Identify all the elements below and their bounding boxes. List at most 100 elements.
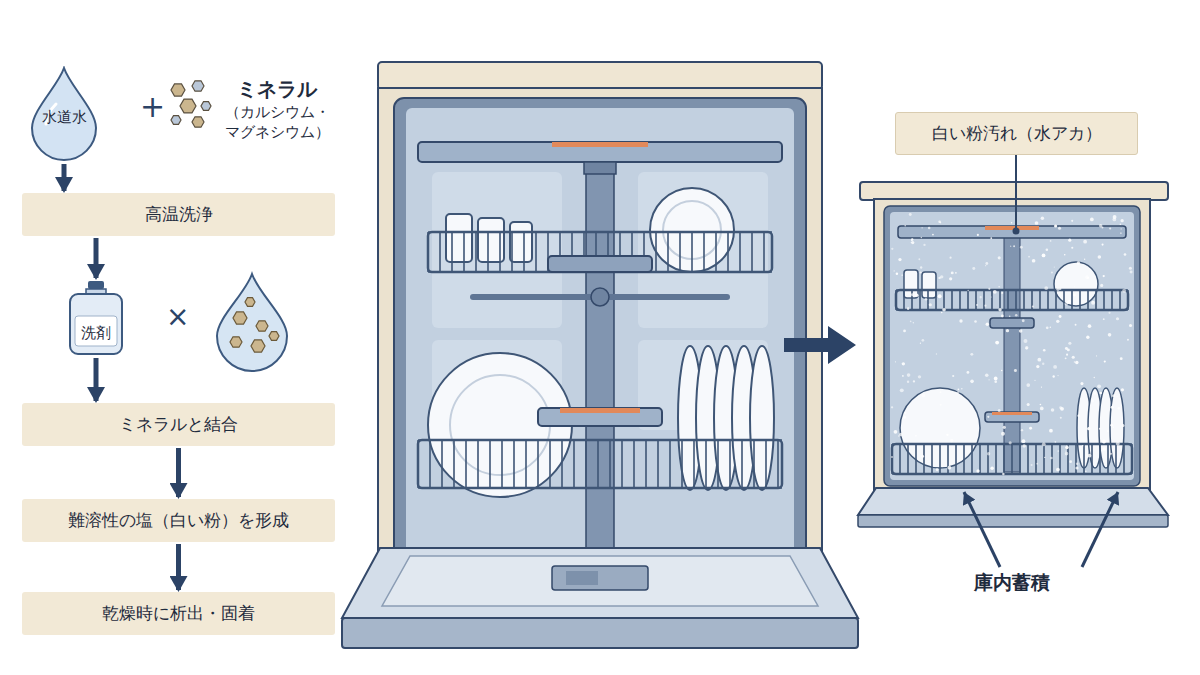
- dishwasher-illustration: [378, 88, 822, 588]
- dirty-dishwasher-illustration: [1068, 342, 1071, 345]
- dirty-dishwasher-illustration: [1120, 357, 1123, 360]
- dirty-dishwasher-illustration: [1059, 315, 1062, 318]
- dirty-dishwasher-illustration: [1085, 470, 1087, 472]
- dirty-dishwasher-illustration: [1071, 220, 1073, 222]
- dirty-dishwasher-illustration: [1110, 453, 1112, 455]
- dirty-dishwasher-illustration: [1116, 317, 1119, 320]
- dirty-dishwasher-illustration: [922, 272, 936, 298]
- mineral-particles: [192, 117, 204, 127]
- dirty-dishwasher-illustration: [936, 468, 939, 471]
- dirty-dishwasher-illustration: [898, 258, 901, 261]
- dirty-dishwasher-illustration: [1040, 407, 1044, 411]
- dirty-dishwasher-illustration: [990, 467, 993, 470]
- dirty-dishwasher-illustration: [898, 226, 1126, 238]
- dishwasher-illustration: [378, 62, 822, 90]
- water-drop: 水道水: [28, 66, 100, 162]
- mineral-water-drop: [230, 298, 279, 352]
- dirty-dishwasher-illustration: [961, 388, 962, 389]
- dirty-dishwasher-illustration: [1120, 228, 1121, 229]
- dirty-dishwasher-illustration: [858, 488, 1168, 515]
- dirty-dishwasher-illustration: [951, 271, 954, 274]
- leader-line: [1015, 150, 1017, 229]
- dirty-dishwasher-illustration: [920, 343, 921, 344]
- dirty-dishwasher-illustration: [1110, 388, 1124, 468]
- mineral-particles: [180, 99, 196, 113]
- dirty-dishwasher-illustration: [1043, 349, 1046, 352]
- dirty-dishwasher-illustration: [1110, 424, 1113, 427]
- dirty-dishwasher-illustration: [1010, 245, 1011, 246]
- dirty-dishwasher-illustration: [891, 406, 893, 408]
- dishwasher-illustration: [428, 232, 772, 272]
- dirty-dishwasher-illustration: [1056, 468, 1060, 472]
- dirty-dishwasher-illustration: [1088, 454, 1092, 458]
- dirty-dishwasher-illustration: [896, 272, 898, 274]
- dirty-dishwasher-illustration: [1060, 417, 1062, 419]
- dirty-dishwasher-illustration: [1022, 319, 1025, 322]
- dirty-dishwasher-illustration: [1042, 363, 1044, 365]
- dirty-dishwasher-illustration: [1103, 275, 1105, 277]
- dirty-dishwasher-illustration: [1065, 452, 1069, 456]
- dirty-dishwasher-illustration: [1049, 429, 1053, 433]
- dishwasher-illustration: [446, 214, 472, 262]
- dirty-dishwasher-illustration: [959, 319, 962, 322]
- dirty-dishwasher-illustration: [1066, 354, 1068, 356]
- dirty-dishwasher-illustration: [1091, 399, 1094, 402]
- dirty-dishwasher-illustration: [1023, 339, 1027, 343]
- dirty-dishwasher-illustration: [1036, 365, 1039, 368]
- dirty-dishwasher-illustration: [1120, 223, 1122, 225]
- dirty-dishwasher-illustration: [990, 318, 1034, 328]
- dirty-dishwasher-illustration: [1103, 318, 1105, 320]
- dirty-dishwasher-illustration: [890, 212, 1134, 480]
- mineral-water-drop: [256, 321, 268, 331]
- dishwasher-illustration: [428, 232, 772, 272]
- mineral-water-drop: [230, 337, 242, 347]
- dirty-dishwasher-illustration: [950, 439, 953, 442]
- dirty-dishwasher-illustration: [932, 234, 934, 236]
- dirty-dishwasher-illustration: [1072, 356, 1075, 359]
- dirty-dishwasher-illustration: [1121, 388, 1124, 391]
- dirty-dishwasher-illustration: [918, 258, 920, 260]
- dirty-dishwasher-illustration: [955, 272, 957, 274]
- process-box: 難溶性の塩（白い粉）を形成: [22, 499, 335, 542]
- dishwasher-illustration: [560, 408, 640, 413]
- mineral-water-drop: [245, 298, 255, 307]
- dirty-dishwasher-illustration: [904, 412, 906, 414]
- dirty-dishwasher-illustration: [1119, 398, 1121, 400]
- detergent-bottle: 洗剤: [66, 280, 126, 356]
- dirty-dishwasher-illustration: [1009, 441, 1012, 444]
- dirty-dishwasher-illustration: [921, 455, 924, 458]
- dirty-dishwasher-illustration: [977, 234, 979, 236]
- dirty-dishwasher-illustration: [891, 213, 1133, 475]
- dirty-dishwasher-illustration: [1001, 370, 1003, 372]
- dirty-dishwasher-illustration: [1099, 428, 1101, 430]
- dirty-dishwasher-illustration: [985, 226, 1039, 230]
- dirty-dishwasher-illustration: [1042, 254, 1046, 258]
- dirty-dishwasher-illustration: [1014, 369, 1017, 372]
- dirty-dishwasher-illustration: [980, 296, 982, 298]
- annotation-label: 庫内蓄積: [974, 572, 1050, 593]
- dirty-dishwasher-illustration: [1002, 473, 1004, 475]
- node-subtitle: （カルシウム・ マグネシウム）: [216, 102, 338, 143]
- dirty-dishwasher-illustration: [1032, 259, 1036, 263]
- dirty-dishwasher-illustration: [858, 515, 1168, 527]
- dirty-dishwasher-illustration: [913, 322, 914, 323]
- dirty-dishwasher-illustration: [915, 435, 917, 437]
- dirty-dishwasher-illustration: [985, 265, 986, 266]
- dirty-dishwasher-illustration: [1069, 460, 1072, 463]
- flow-arrow: [94, 238, 99, 278]
- dirty-dishwasher-illustration: [904, 270, 918, 298]
- dirty-dishwasher-illustration: [1088, 324, 1092, 328]
- dirty-dishwasher-illustration: [972, 267, 975, 270]
- dirty-dishwasher-illustration: [1003, 426, 1006, 429]
- dirty-dishwasher-illustration: [1022, 444, 1026, 448]
- dirty-dishwasher-illustration: [1056, 288, 1059, 291]
- dirty-dishwasher-illustration: [988, 288, 990, 290]
- dirty-dishwasher-illustration: [1019, 329, 1023, 333]
- dirty-dishwasher-illustration: [938, 277, 940, 279]
- dirty-dishwasher-illustration: [1044, 286, 1048, 290]
- dirty-dishwasher-illustration: [936, 353, 937, 354]
- dirty-dishwasher-illustration: [1104, 361, 1106, 363]
- dirty-dishwasher-illustration: [896, 290, 1128, 310]
- dirty-dishwasher-illustration: [957, 391, 960, 394]
